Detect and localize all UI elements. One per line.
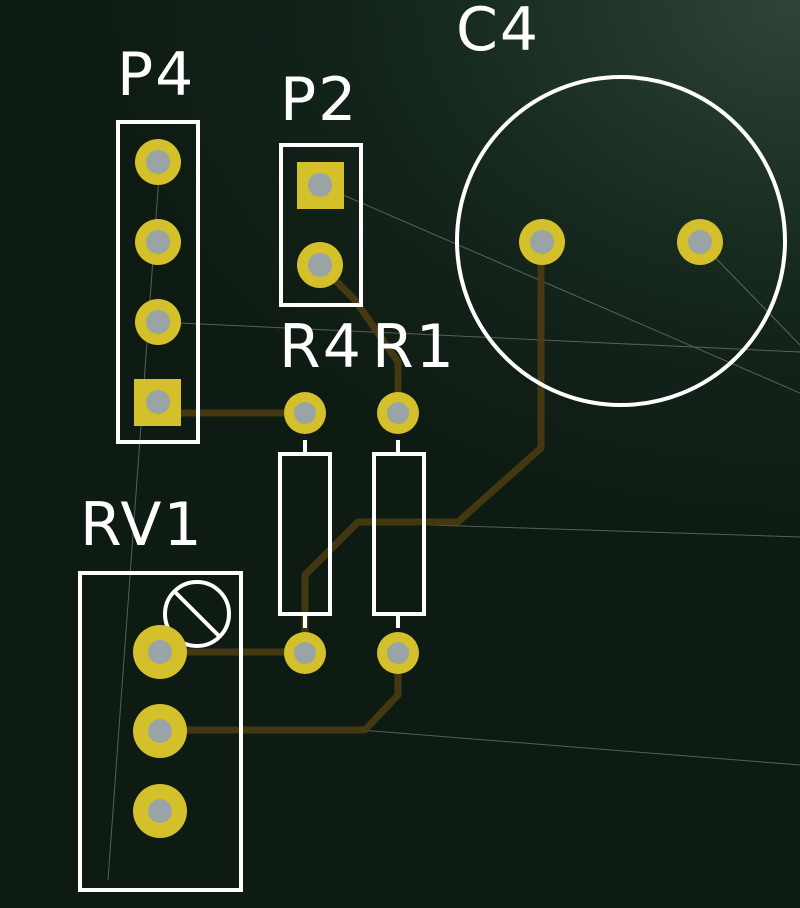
drill-hole xyxy=(688,230,712,254)
label-p2: P2 xyxy=(280,65,358,135)
trace-rv1-r1 xyxy=(156,648,402,734)
drill-hole xyxy=(146,390,170,414)
label-p4: P4 xyxy=(117,40,195,110)
r1-body-outline xyxy=(372,452,426,616)
label-c4: C4 xyxy=(456,0,540,65)
drill-hole xyxy=(308,253,332,277)
drill-hole xyxy=(148,640,172,664)
drill-hole xyxy=(148,799,172,823)
p2-outline xyxy=(279,143,363,307)
drill-hole xyxy=(146,150,170,174)
label-r1: R1 xyxy=(372,312,456,382)
drill-hole xyxy=(308,173,332,197)
drill-hole xyxy=(530,230,554,254)
label-rv1: RV1 xyxy=(80,490,204,560)
drill-hole xyxy=(387,402,409,424)
trace-p2-r1 xyxy=(316,261,402,417)
c4-outline xyxy=(455,75,787,407)
drill-hole xyxy=(294,402,316,424)
drill-hole xyxy=(387,642,409,664)
trace-c4-r4 xyxy=(301,238,545,656)
ratsnest-lines xyxy=(107,161,800,881)
rv1-adjust-screw xyxy=(163,580,231,648)
ratsnest-line xyxy=(107,161,161,881)
ratsnest-line xyxy=(319,184,800,394)
rv1-outline xyxy=(78,571,243,892)
ratsnest-line xyxy=(359,729,800,766)
silkscreen xyxy=(78,75,787,892)
drill-hole xyxy=(294,642,316,664)
reference-designators: P4 P2 C4 R4 R1 RV1 xyxy=(80,0,540,560)
pads xyxy=(133,139,723,838)
ratsnest-line xyxy=(699,241,800,346)
p4-outline xyxy=(116,120,200,444)
drill-hole xyxy=(146,310,170,334)
rv1-screw-slot xyxy=(172,589,222,639)
drill-hole xyxy=(146,230,170,254)
ratsnest-line xyxy=(157,321,800,353)
ratsnest-line xyxy=(429,524,800,538)
label-r4: R4 xyxy=(279,312,363,382)
drill-hole xyxy=(148,719,172,743)
